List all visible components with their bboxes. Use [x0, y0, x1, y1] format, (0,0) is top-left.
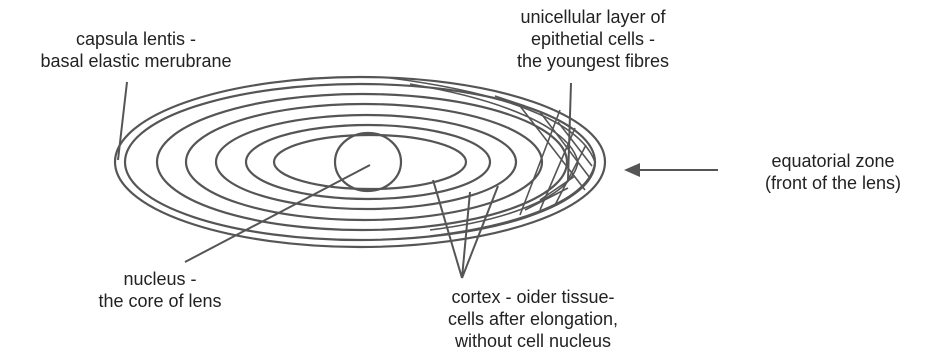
equatorial-label: equatorial zone (front of the lens) [728, 150, 938, 194]
epithelial-label-line-1: unicellular layer of [478, 6, 708, 28]
nucleus-label-line-1: nucleus - [70, 268, 250, 290]
equatorial-label-line-2: (front of the lens) [728, 172, 938, 194]
epithelial-label-line-2: epithetial cells - [478, 28, 708, 50]
cortex-layer-2 [186, 104, 542, 220]
capsule-outer-ring [115, 77, 605, 247]
nucleus-label-line-2: the core of lens [70, 290, 250, 312]
nucleus-label: nucleus - the core of lens [70, 268, 250, 312]
cortex-label: cortex - oider tissue- cells after elong… [418, 286, 648, 352]
cortex-label-line-3: without cell nucleus [418, 330, 648, 352]
nucleus-shape [335, 133, 401, 191]
capsula-leader-line [118, 82, 127, 160]
cortex-label-line-2: cells after elongation, [418, 308, 648, 330]
equatorial-arrowhead [624, 163, 640, 177]
epithelial-label: unicellular layer of epithetial cells - … [478, 6, 708, 72]
cortex-layer-5 [274, 135, 466, 189]
epithelial-band [390, 78, 595, 236]
equatorial-label-line-1: equatorial zone [728, 150, 938, 172]
epithelial-label-line-3: the youngest fibres [478, 50, 708, 72]
capsula-label: capsula lentis - basal elastic merubrane [5, 28, 267, 72]
capsula-label-line-1: capsula lentis - [5, 28, 267, 50]
capsula-label-line-2: basal elastic merubrane [5, 50, 267, 72]
cortex-label-line-1: cortex - oider tissue- [418, 286, 648, 308]
cortex-layer-3 [216, 115, 516, 209]
